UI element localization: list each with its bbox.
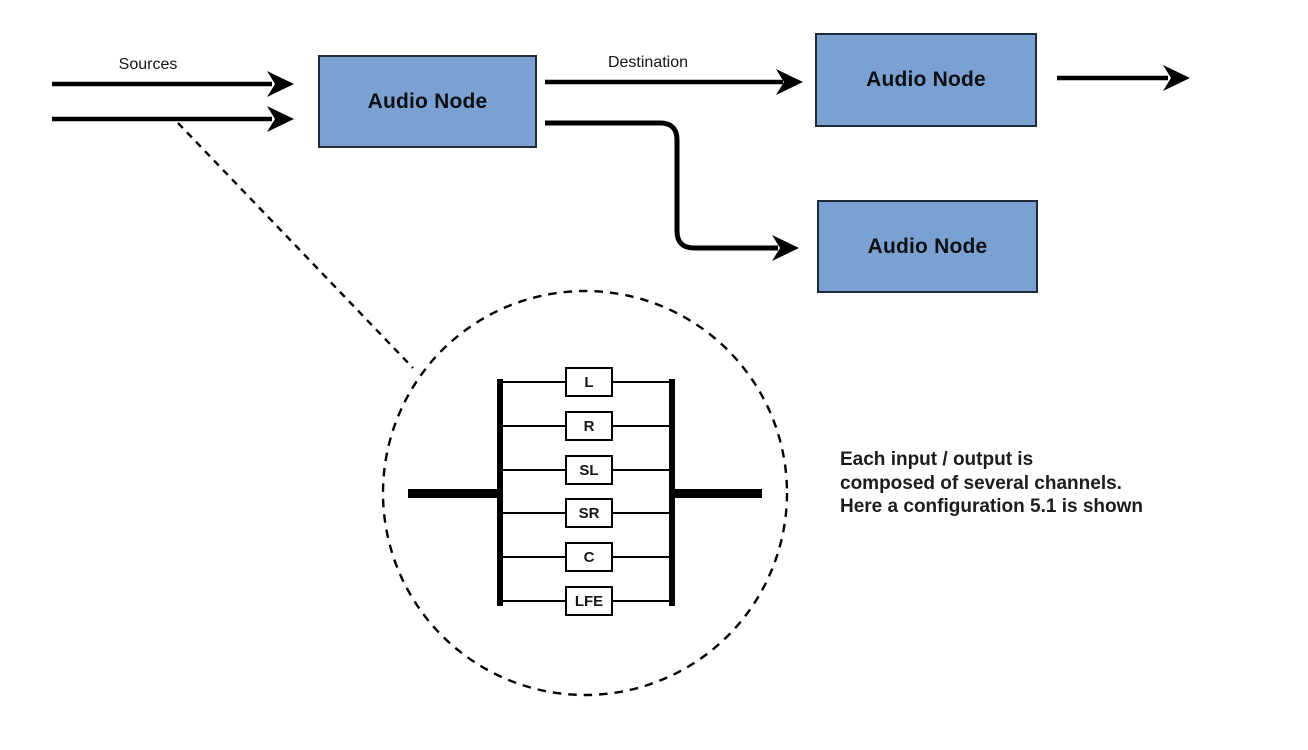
caption-line: Each input / output is (840, 449, 1034, 470)
channel-box-sr: SR (565, 498, 613, 528)
channel-box-l: L (565, 367, 613, 397)
detail-leader-line (177, 122, 414, 369)
input-stub (408, 489, 498, 498)
caption-line: composed of several channels. (840, 472, 1122, 494)
right-bus-bar (669, 379, 675, 606)
channel-box-c: C (565, 542, 613, 572)
sources-label: Sources (118, 56, 178, 73)
output-arrow (1057, 65, 1190, 91)
audio-node-3: Audio Node (817, 200, 1038, 293)
caption: Each input / output is composed of sever… (840, 448, 1190, 519)
output-stub (674, 489, 762, 498)
audio-node-2: Audio Node (815, 33, 1037, 127)
branch-connector-arrow (545, 120, 799, 261)
audio-node-1: Audio Node (318, 55, 537, 148)
left-bus-bar (497, 379, 503, 606)
channel-box-lfe: LFE (565, 586, 613, 616)
caption-line: Here a configuration 5.1 is shown (840, 496, 1144, 517)
channel-box-sl: SL (565, 455, 613, 485)
detail-circle (381, 289, 789, 697)
channel-box-r: R (565, 411, 613, 441)
source-arrow-bottom (52, 106, 294, 132)
source-arrow-top (52, 71, 294, 97)
destination-label: Destination (607, 54, 689, 71)
destination-arrow (545, 69, 803, 95)
